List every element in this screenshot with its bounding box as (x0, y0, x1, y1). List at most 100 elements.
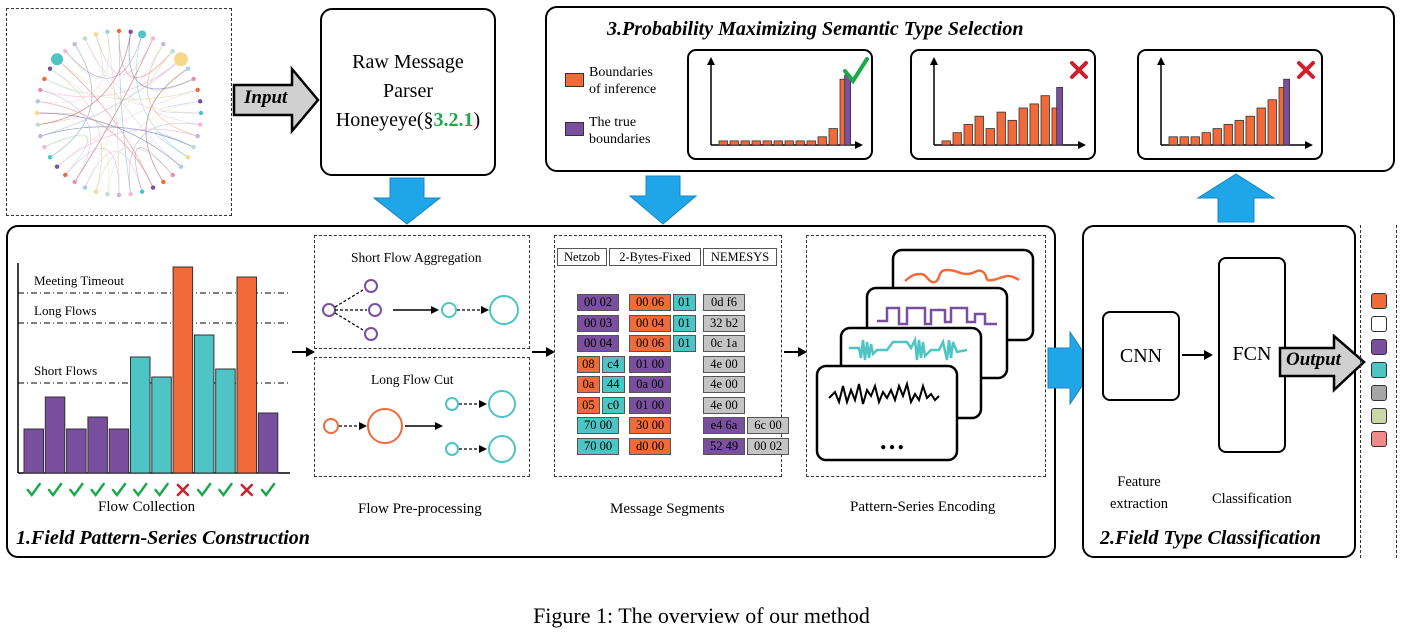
segment-cell: 30 00 (629, 417, 671, 434)
output-type-swatch (1371, 431, 1387, 447)
graph-edge (44, 68, 84, 95)
flow-bar (44, 396, 66, 474)
flow-bar (87, 416, 108, 474)
graph-node (191, 144, 196, 150)
graph-edge (49, 43, 93, 158)
graph-edge (40, 59, 182, 98)
graph-node (93, 32, 99, 37)
graph-edge (44, 136, 110, 195)
segment-cell: 00 04 (577, 335, 619, 352)
segment-cell: 00 06 (629, 335, 671, 352)
inference-bar (974, 115, 984, 146)
graph-node (197, 122, 203, 127)
graph-edge (56, 59, 154, 188)
graph-node (63, 48, 68, 54)
true-boundary-bar (844, 74, 852, 146)
check-icon (218, 482, 233, 498)
input-label: Input (244, 87, 288, 108)
output-label: Output (1286, 349, 1341, 370)
inference-bar (1168, 136, 1178, 146)
segment-cell: 01 00 (629, 355, 671, 373)
segment-cell: 70 00 (577, 417, 619, 434)
short-flow-aggregation-panel: Short Flow Aggregation (314, 235, 530, 349)
graph-edge (95, 34, 154, 76)
stage3-semantic-selection-box: 3.Probability Maximizing Semantic Type S… (545, 6, 1395, 172)
segment-cell: 05 (577, 396, 600, 414)
raw-message-parser-box: Raw Message Parser Honeyeye(§3.2.1) (320, 8, 496, 176)
graph-edge (84, 43, 164, 188)
graph-edge (84, 38, 182, 167)
fcn-box: FCN (1218, 257, 1286, 453)
inference-bar (751, 140, 761, 146)
flow-bar (215, 368, 236, 474)
inference-bar (1267, 99, 1277, 146)
segment-cell: 01 00 (629, 396, 671, 414)
graph-edge (106, 31, 120, 196)
check-icon (154, 482, 169, 498)
graph-node (178, 164, 184, 169)
graph-edge (159, 100, 202, 114)
graph-edge (49, 43, 93, 158)
inference-bar (952, 132, 962, 146)
inference-bar (1201, 132, 1211, 146)
cross-icon (240, 483, 253, 497)
output-type-swatch (1371, 408, 1387, 424)
graph-edge (65, 147, 120, 196)
graph-edge (37, 31, 109, 103)
x-axis-arrow (855, 141, 863, 149)
graph-edge (40, 59, 182, 137)
graph-edge (65, 34, 104, 79)
output-type-swatch (1371, 316, 1387, 332)
check-icon (111, 482, 127, 498)
segment-cell: 4e 00 (703, 355, 745, 373)
segment-cell: 01 (673, 314, 696, 332)
graph-edge (74, 38, 154, 183)
graph-node (197, 99, 203, 104)
graph-edge (129, 123, 201, 195)
graph-edge (106, 31, 120, 196)
inference-bar (1223, 124, 1233, 146)
check-icon (843, 57, 869, 85)
graph-edge (56, 89, 198, 167)
graph-edge (154, 131, 194, 158)
network-graph-image (34, 28, 204, 198)
graph-node (72, 41, 77, 47)
check-icon (90, 482, 105, 498)
long-flow-cut-title: Long Flow Cut (371, 372, 454, 387)
graph-edge (40, 89, 91, 183)
output-type-swatch (1371, 293, 1387, 309)
graph-edge (37, 31, 132, 126)
graph-edge (37, 100, 154, 188)
graph-edge (128, 31, 194, 90)
true-boundary-bar (1283, 78, 1291, 146)
graph-edge (95, 147, 173, 192)
segment-cell: 0a 00 (629, 376, 671, 393)
graph-edge (84, 150, 143, 192)
graph-node (128, 29, 133, 35)
inference-bar (1234, 119, 1244, 146)
segment-cell: 4e 00 (703, 396, 745, 414)
flow-bar (172, 266, 194, 474)
output-type-swatch (1371, 362, 1387, 378)
inference-bar (806, 140, 816, 146)
graph-edge (145, 68, 189, 183)
up-arrow-classification (1196, 173, 1276, 223)
graph-edge (37, 100, 154, 188)
parser-line-3: Honeyeye(§3.2.1) (335, 109, 481, 131)
stage3-chart-2 (910, 49, 1096, 160)
graph-node (63, 172, 68, 178)
graph-edge (118, 30, 132, 195)
graph-node (195, 133, 200, 139)
arrow-to-segments (532, 347, 555, 357)
graph-edge (49, 43, 93, 158)
parser-line-1: Raw Message (352, 51, 464, 73)
inference-bar (1190, 136, 1200, 146)
graph-node (35, 99, 41, 104)
graph-edge (65, 34, 143, 79)
segment-cell: c0 (601, 396, 625, 414)
graph-node (185, 155, 191, 160)
